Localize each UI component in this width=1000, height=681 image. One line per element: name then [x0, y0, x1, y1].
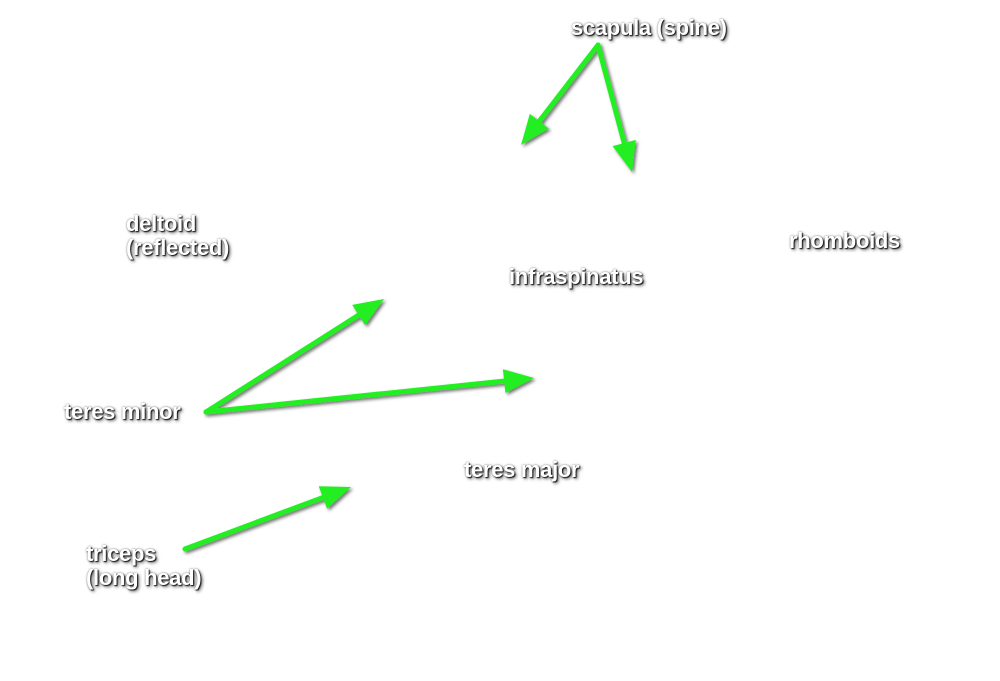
label-deltoid-reflected: deltoid (reflected): [126, 212, 229, 260]
arrow-scapula-left-shaft: [535, 42, 601, 126]
arrow-scapula-right-shaft: [595, 42, 628, 148]
label-teres-major: teres major: [464, 457, 580, 482]
label-teres-minor-text: teres minor: [64, 399, 181, 424]
arrow-teres-minor-lower-head: [502, 369, 534, 393]
arrow-scapula-left-head: [521, 113, 549, 145]
arrow-group: [182, 42, 636, 552]
arrow-teres-minor-lower-shaft: [203, 378, 509, 415]
label-teres-major-text: teres major: [464, 457, 580, 482]
label-scapula-spine: scapula (spine): [571, 16, 727, 40]
label-scapula-spine-text: scapula (spine): [571, 15, 727, 40]
label-rhomboids: rhomboids: [789, 229, 900, 253]
label-infraspinatus-text: infraspinatus: [509, 264, 644, 289]
label-triceps-line1: triceps: [86, 541, 157, 566]
arrow-teres-minor-upper-head: [352, 299, 384, 326]
arrow-triceps-shaft: [182, 494, 328, 552]
arrow-triceps-head: [318, 486, 351, 509]
label-teres-minor: teres minor: [64, 400, 181, 424]
label-rhomboids-text: rhomboids: [789, 228, 900, 253]
arrow-teres-minor-upper-shaft: [203, 311, 363, 415]
label-deltoid-line1: deltoid: [126, 211, 197, 236]
arrow-scapula-right-head: [612, 139, 636, 172]
label-triceps-line2: (long head): [86, 565, 202, 590]
label-infraspinatus: infraspinatus: [509, 264, 644, 289]
label-deltoid-line2: (reflected): [126, 235, 230, 260]
label-triceps-long-head: triceps (long head): [86, 541, 202, 590]
